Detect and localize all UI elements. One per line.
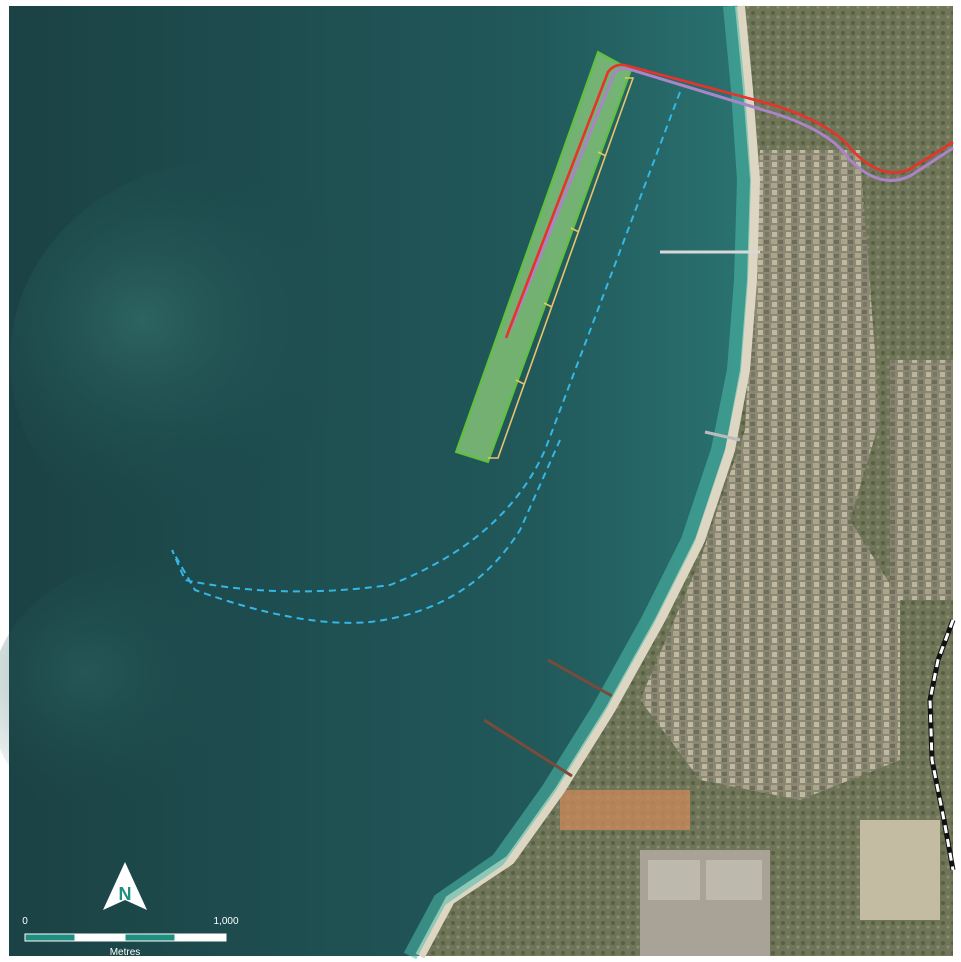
scale-bar-end-label: 1,000 <box>213 916 238 927</box>
beach-strip <box>415 5 761 959</box>
shallow-water <box>403 5 752 960</box>
jetty-existing-mid <box>704 430 741 442</box>
reef-patch <box>10 160 450 560</box>
industrial-area-east <box>890 360 953 600</box>
scale-bar-segment-4 <box>174 933 227 942</box>
reef-patch-2 <box>0 560 310 840</box>
north-arrow-icon <box>103 862 147 910</box>
scale-bar-segment-2 <box>74 933 126 942</box>
scale-bar-start-label: 0 <box>22 916 28 927</box>
scale-bar: 0 1,000 Metres <box>22 916 239 958</box>
cleared-area <box>860 820 940 920</box>
scale-bar-segment-1 <box>24 933 76 942</box>
industrial-area <box>640 150 900 800</box>
ponds-area-inner-2 <box>706 860 762 900</box>
ponds-area-inner <box>648 860 700 900</box>
north-arrow: N <box>103 862 147 910</box>
jetty-outline <box>488 77 635 459</box>
railway-line-dashes <box>928 619 955 871</box>
jetty-crossbars <box>515 151 607 385</box>
jetty-existing-south-1 <box>547 658 613 698</box>
route-red <box>504 63 954 339</box>
quarry-area <box>560 790 690 830</box>
dredged-channel-outline <box>171 91 681 624</box>
route-purple <box>508 67 954 331</box>
north-arrow-label: N <box>119 884 132 904</box>
scale-bar-unit-label: Metres <box>110 947 141 958</box>
scale-bar-segment-3 <box>124 933 176 942</box>
jetty-existing-south-2 <box>483 718 573 778</box>
